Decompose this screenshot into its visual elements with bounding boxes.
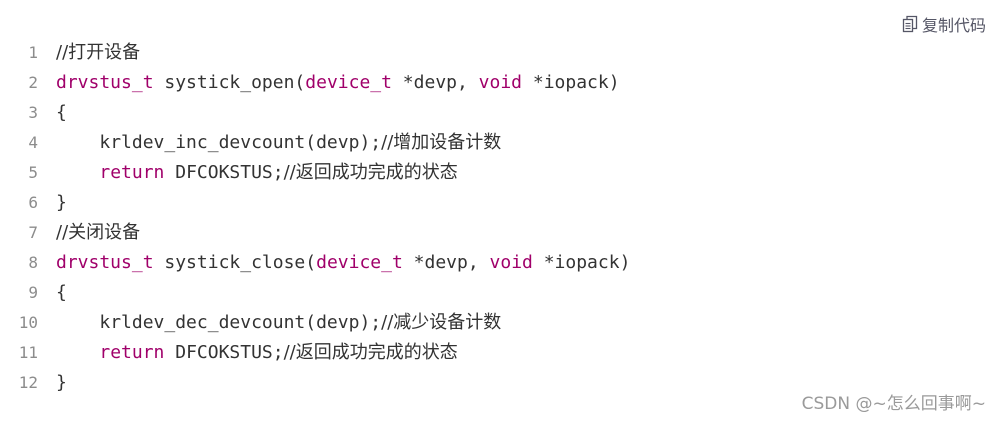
return-value: DFCOKSTUS; — [164, 342, 284, 363]
code-listing[interactable]: 1 //打开设备 2 drvstus_t systick_open(device… — [0, 38, 998, 398]
line-content: { — [56, 282, 67, 303]
code-line: 11 return DFCOKSTUS;//返回成功完成的状态 — [0, 338, 998, 368]
keyword-return: return — [99, 162, 165, 183]
indent — [56, 162, 99, 183]
line-content: return DFCOKSTUS;//返回成功完成的状态 — [38, 338, 458, 368]
argument: *iopack) — [522, 72, 620, 93]
function-call: krldev_dec_devcount(devp); — [99, 312, 382, 333]
line-number: 12 — [18, 373, 38, 392]
keyword-return: return — [99, 342, 165, 363]
function-signature: systick_open( — [153, 72, 306, 93]
line-content: krldev_dec_devcount(devp);//减少设备计数 — [38, 308, 501, 338]
line-number: 11 — [18, 343, 38, 362]
line-content: drvstus_t systick_close(device_t *devp, … — [38, 248, 630, 278]
indent — [56, 312, 99, 333]
line-number: 5 — [28, 163, 38, 182]
copy-code-label: 复制代码 — [921, 16, 986, 35]
function-call: krldev_inc_devcount(devp); — [99, 132, 382, 153]
line-number: 8 — [28, 253, 38, 272]
keyword-param-type: device_t — [316, 252, 403, 273]
code-line: 1 //打开设备 — [0, 38, 998, 68]
argument: *devp, — [402, 252, 490, 273]
keyword-param-type: device_t — [305, 72, 392, 93]
keyword-type: drvstus_t — [56, 252, 154, 273]
comment: //返回成功完成的状态 — [283, 342, 458, 363]
argument: *iopack) — [532, 252, 631, 273]
line-number: 10 — [18, 313, 38, 332]
return-value: DFCOKSTUS; — [164, 162, 284, 183]
argument: *devp, — [391, 72, 479, 93]
function-signature: systick_close( — [153, 252, 317, 273]
code-line: 3 { — [0, 98, 998, 128]
watermark: CSDN @~怎么回事啊~ — [801, 394, 986, 414]
line-number: 4 — [28, 133, 38, 152]
code-line: 6 } — [0, 188, 998, 218]
code-line: 10 krldev_dec_devcount(devp);//减少设备计数 — [0, 308, 998, 338]
line-number: 3 — [28, 103, 38, 122]
line-content: return DFCOKSTUS;//返回成功完成的状态 — [38, 158, 458, 188]
indent — [56, 342, 99, 363]
code-line: 5 return DFCOKSTUS;//返回成功完成的状态 — [0, 158, 998, 188]
line-number: 6 — [28, 193, 38, 212]
keyword-void: void — [478, 72, 523, 93]
comment: //关闭设备 — [56, 222, 141, 243]
line-content: krldev_inc_devcount(devp);//增加设备计数 — [38, 128, 501, 158]
keyword-void: void — [489, 252, 533, 273]
indent — [56, 132, 99, 153]
line-number: 2 — [28, 73, 38, 92]
code-line: 12 } — [0, 368, 998, 398]
comment: //减少设备计数 — [381, 312, 502, 333]
line-content: } — [56, 372, 67, 393]
code-line: 4 krldev_inc_devcount(devp);//增加设备计数 — [0, 128, 998, 158]
line-content: drvstus_t systick_open(device_t *devp, v… — [38, 68, 620, 98]
line-content: //打开设备 — [38, 38, 140, 68]
line-content: //关闭设备 — [38, 218, 140, 248]
comment: //返回成功完成的状态 — [283, 162, 458, 183]
keyword-type: drvstus_t — [56, 72, 154, 93]
code-line: 7 //关闭设备 — [0, 218, 998, 248]
code-line: 9 { — [0, 278, 998, 308]
code-line: 2 drvstus_t systick_open(device_t *devp,… — [0, 68, 998, 98]
comment: //增加设备计数 — [381, 132, 502, 153]
comment: //打开设备 — [56, 42, 141, 63]
line-number: 7 — [28, 223, 38, 242]
copy-icon — [902, 15, 918, 33]
code-line: 8 drvstus_t systick_close(device_t *devp… — [0, 248, 998, 278]
line-number: 9 — [28, 283, 38, 302]
line-content: } — [56, 192, 67, 213]
line-number: 1 — [28, 43, 38, 62]
line-content: { — [56, 102, 67, 123]
copy-code-button[interactable]: 复制代码 — [902, 12, 986, 36]
